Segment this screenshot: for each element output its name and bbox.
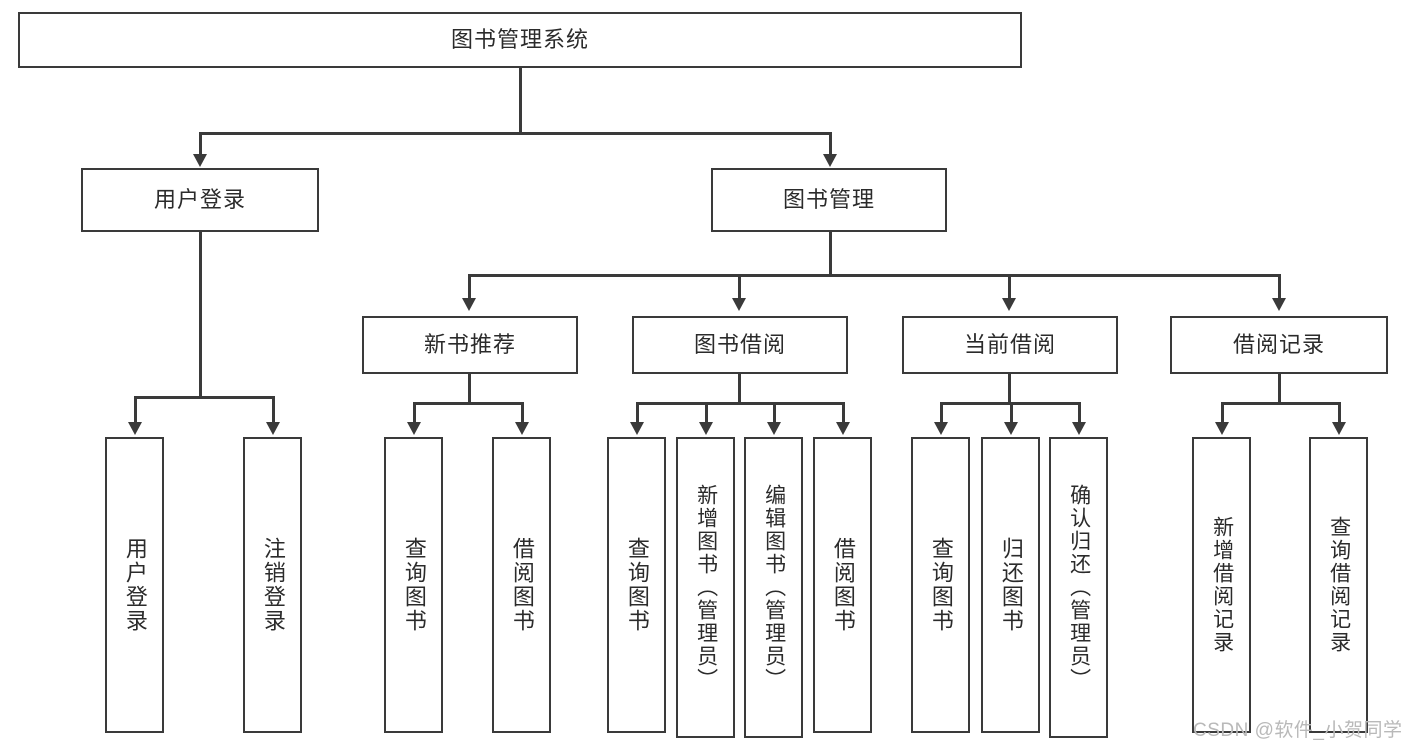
connector-root-bus xyxy=(199,132,831,135)
leaf-user-login[interactable]: 用户登录 xyxy=(105,437,164,733)
connector-user-login-to-leaf-2 xyxy=(272,396,275,424)
arrow-br-to-leaf-1 xyxy=(1215,422,1229,435)
connector-bb-to-leaf-1 xyxy=(636,402,639,424)
arrow-cb-to-leaf-2 xyxy=(1004,422,1018,435)
node-label: 当前借阅 xyxy=(963,331,1056,357)
connector-new-book-bus xyxy=(413,402,523,405)
leaf-label: 借阅图书 xyxy=(830,537,856,633)
node-label: 图书管理 xyxy=(782,186,875,212)
arrow-bb-to-leaf-4 xyxy=(836,422,850,435)
leaf-label: 新增借阅记录 xyxy=(1210,516,1234,654)
node-new-book-recommend[interactable]: 新书推荐 xyxy=(362,316,578,374)
connector-borrow-record-stem xyxy=(1278,374,1281,402)
leaf-label: 确认归还（管理员） xyxy=(1067,484,1091,691)
arrow-bm-to-borrow-record xyxy=(1272,298,1286,311)
arrow-bm-to-current-borrow xyxy=(1002,298,1016,311)
connector-br-to-leaf-2 xyxy=(1338,402,1341,424)
connector-bm-to-current-borrow xyxy=(1008,274,1011,300)
leaf-edit-book-admin[interactable]: 编辑图书（管理员） xyxy=(744,437,803,738)
csdn-watermark: CSDN @软件_小贺同学 xyxy=(1193,720,1403,741)
arrow-root-to-user-login xyxy=(193,154,207,167)
connector-nb-to-leaf-2 xyxy=(521,402,524,424)
leaf-query-book-current[interactable]: 查询图书 xyxy=(911,437,970,733)
connector-root-to-user-login xyxy=(199,132,202,156)
leaf-query-book-recommend[interactable]: 查询图书 xyxy=(384,437,443,733)
leaf-query-book-borrow[interactable]: 查询图书 xyxy=(607,437,666,733)
node-user-login[interactable]: 用户登录 xyxy=(81,168,319,232)
connector-book-management-stem xyxy=(829,232,832,274)
node-root-library-system[interactable]: 图书管理系统 xyxy=(18,12,1022,68)
connector-root-stem xyxy=(519,68,522,132)
connector-bm-to-borrow-record xyxy=(1278,274,1281,300)
leaf-add-borrow-record[interactable]: 新增借阅记录 xyxy=(1192,437,1251,733)
leaf-borrow-book-recommend[interactable]: 借阅图书 xyxy=(492,437,551,733)
node-book-management[interactable]: 图书管理 xyxy=(711,168,947,232)
node-label: 新书推荐 xyxy=(423,331,516,357)
connector-book-borrow-stem xyxy=(738,374,741,402)
arrow-bb-to-leaf-1 xyxy=(630,422,644,435)
connector-nb-to-leaf-1 xyxy=(413,402,416,424)
leaf-label: 查询借阅记录 xyxy=(1327,516,1351,654)
leaf-label: 查询图书 xyxy=(401,537,427,633)
connector-current-borrow-stem xyxy=(1008,374,1011,402)
leaf-label: 归还图书 xyxy=(998,537,1024,633)
connector-user-login-bus xyxy=(134,396,272,399)
connector-bm-to-new-book xyxy=(468,274,471,300)
connector-br-to-leaf-1 xyxy=(1221,402,1224,424)
connector-user-login-to-leaf-1 xyxy=(134,396,137,424)
leaf-label: 用户登录 xyxy=(122,537,148,633)
leaf-label: 新增图书（管理员） xyxy=(694,484,718,691)
connector-new-book-stem xyxy=(468,374,471,402)
leaf-borrow-book[interactable]: 借阅图书 xyxy=(813,437,872,733)
arrow-bm-to-new-book xyxy=(462,298,476,311)
arrow-root-to-book-manage xyxy=(823,154,837,167)
connector-book-management-bus xyxy=(468,274,1280,277)
arrow-bm-to-book-borrow xyxy=(732,298,746,311)
connector-root-to-book-manage xyxy=(829,132,832,156)
leaf-label: 查询图书 xyxy=(624,537,650,633)
connector-bb-to-leaf-4 xyxy=(842,402,845,424)
node-label: 借阅记录 xyxy=(1232,331,1325,357)
node-label: 图书借阅 xyxy=(693,331,786,357)
arrow-nb-to-leaf-2 xyxy=(515,422,529,435)
node-label: 用户登录 xyxy=(153,186,246,212)
arrow-user-login-to-leaf-1 xyxy=(128,422,142,435)
connector-user-login-stem xyxy=(199,232,202,396)
leaf-label: 编辑图书（管理员） xyxy=(762,484,786,691)
arrow-nb-to-leaf-1 xyxy=(407,422,421,435)
arrow-cb-to-leaf-3 xyxy=(1072,422,1086,435)
leaf-logout[interactable]: 注销登录 xyxy=(243,437,302,733)
node-book-borrow[interactable]: 图书借阅 xyxy=(632,316,848,374)
arrow-bb-to-leaf-3 xyxy=(767,422,781,435)
node-label: 图书管理系统 xyxy=(450,26,589,52)
arrow-bb-to-leaf-2 xyxy=(699,422,713,435)
arrow-cb-to-leaf-1 xyxy=(934,422,948,435)
connector-cb-to-leaf-3 xyxy=(1078,402,1081,424)
connector-book-borrow-bus xyxy=(636,402,844,405)
node-borrow-record[interactable]: 借阅记录 xyxy=(1170,316,1388,374)
arrow-br-to-leaf-2 xyxy=(1332,422,1346,435)
connector-cb-to-leaf-2 xyxy=(1010,402,1013,424)
connector-borrow-record-bus xyxy=(1221,402,1338,405)
leaf-label: 查询图书 xyxy=(928,537,954,633)
connector-cb-to-leaf-1 xyxy=(940,402,943,424)
arrow-user-login-to-leaf-2 xyxy=(266,422,280,435)
leaf-return-book[interactable]: 归还图书 xyxy=(981,437,1040,733)
connector-bm-to-book-borrow xyxy=(738,274,741,300)
connector-bb-to-leaf-2 xyxy=(705,402,708,424)
connector-bb-to-leaf-3 xyxy=(773,402,776,424)
leaf-add-book-admin[interactable]: 新增图书（管理员） xyxy=(676,437,735,738)
leaf-label: 注销登录 xyxy=(260,537,286,633)
node-current-borrow[interactable]: 当前借阅 xyxy=(902,316,1118,374)
leaf-query-borrow-record[interactable]: 查询借阅记录 xyxy=(1309,437,1368,733)
leaf-confirm-return-admin[interactable]: 确认归还（管理员） xyxy=(1049,437,1108,738)
leaf-label: 借阅图书 xyxy=(509,537,535,633)
